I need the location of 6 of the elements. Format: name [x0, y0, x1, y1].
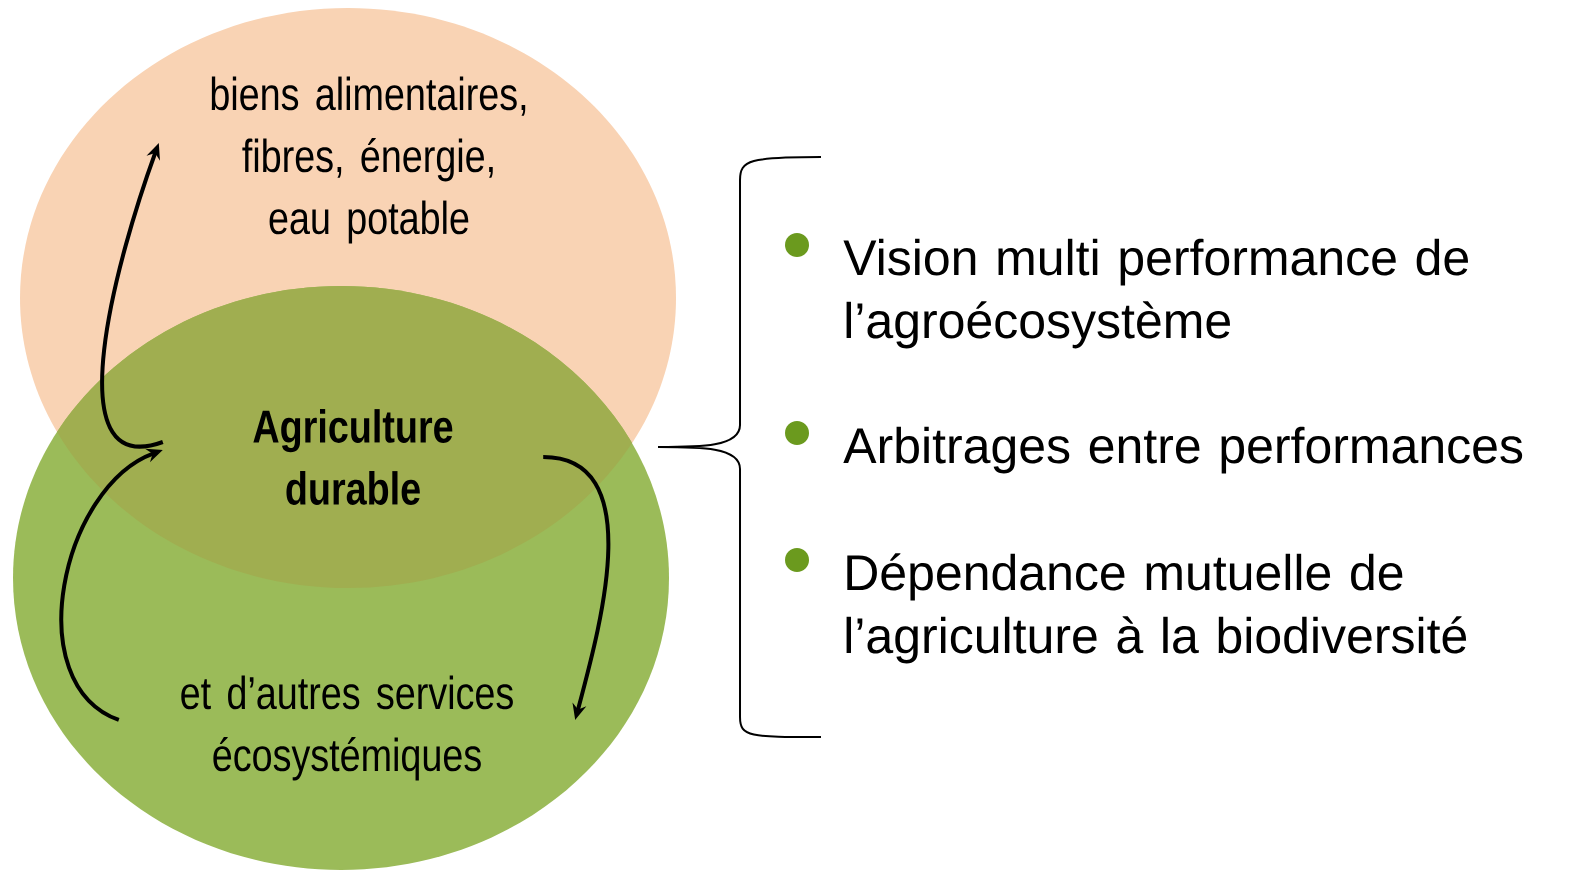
node-text: et d’autres services écosystémiques [181, 675, 513, 781]
bullet-text: Arbitrages entre performances [843, 426, 1523, 474]
bullet-text: Vision multi performance de l’agroécosystème [843, 238, 1468, 349]
node-text: Agriculture durable [253, 409, 453, 505]
node-text: biens alimentaires, fibres, énergie, eau potable [211, 76, 526, 244]
bullet-text: Dépendance mutuelle de l’agriculture à la biodiversité [846, 553, 1467, 664]
